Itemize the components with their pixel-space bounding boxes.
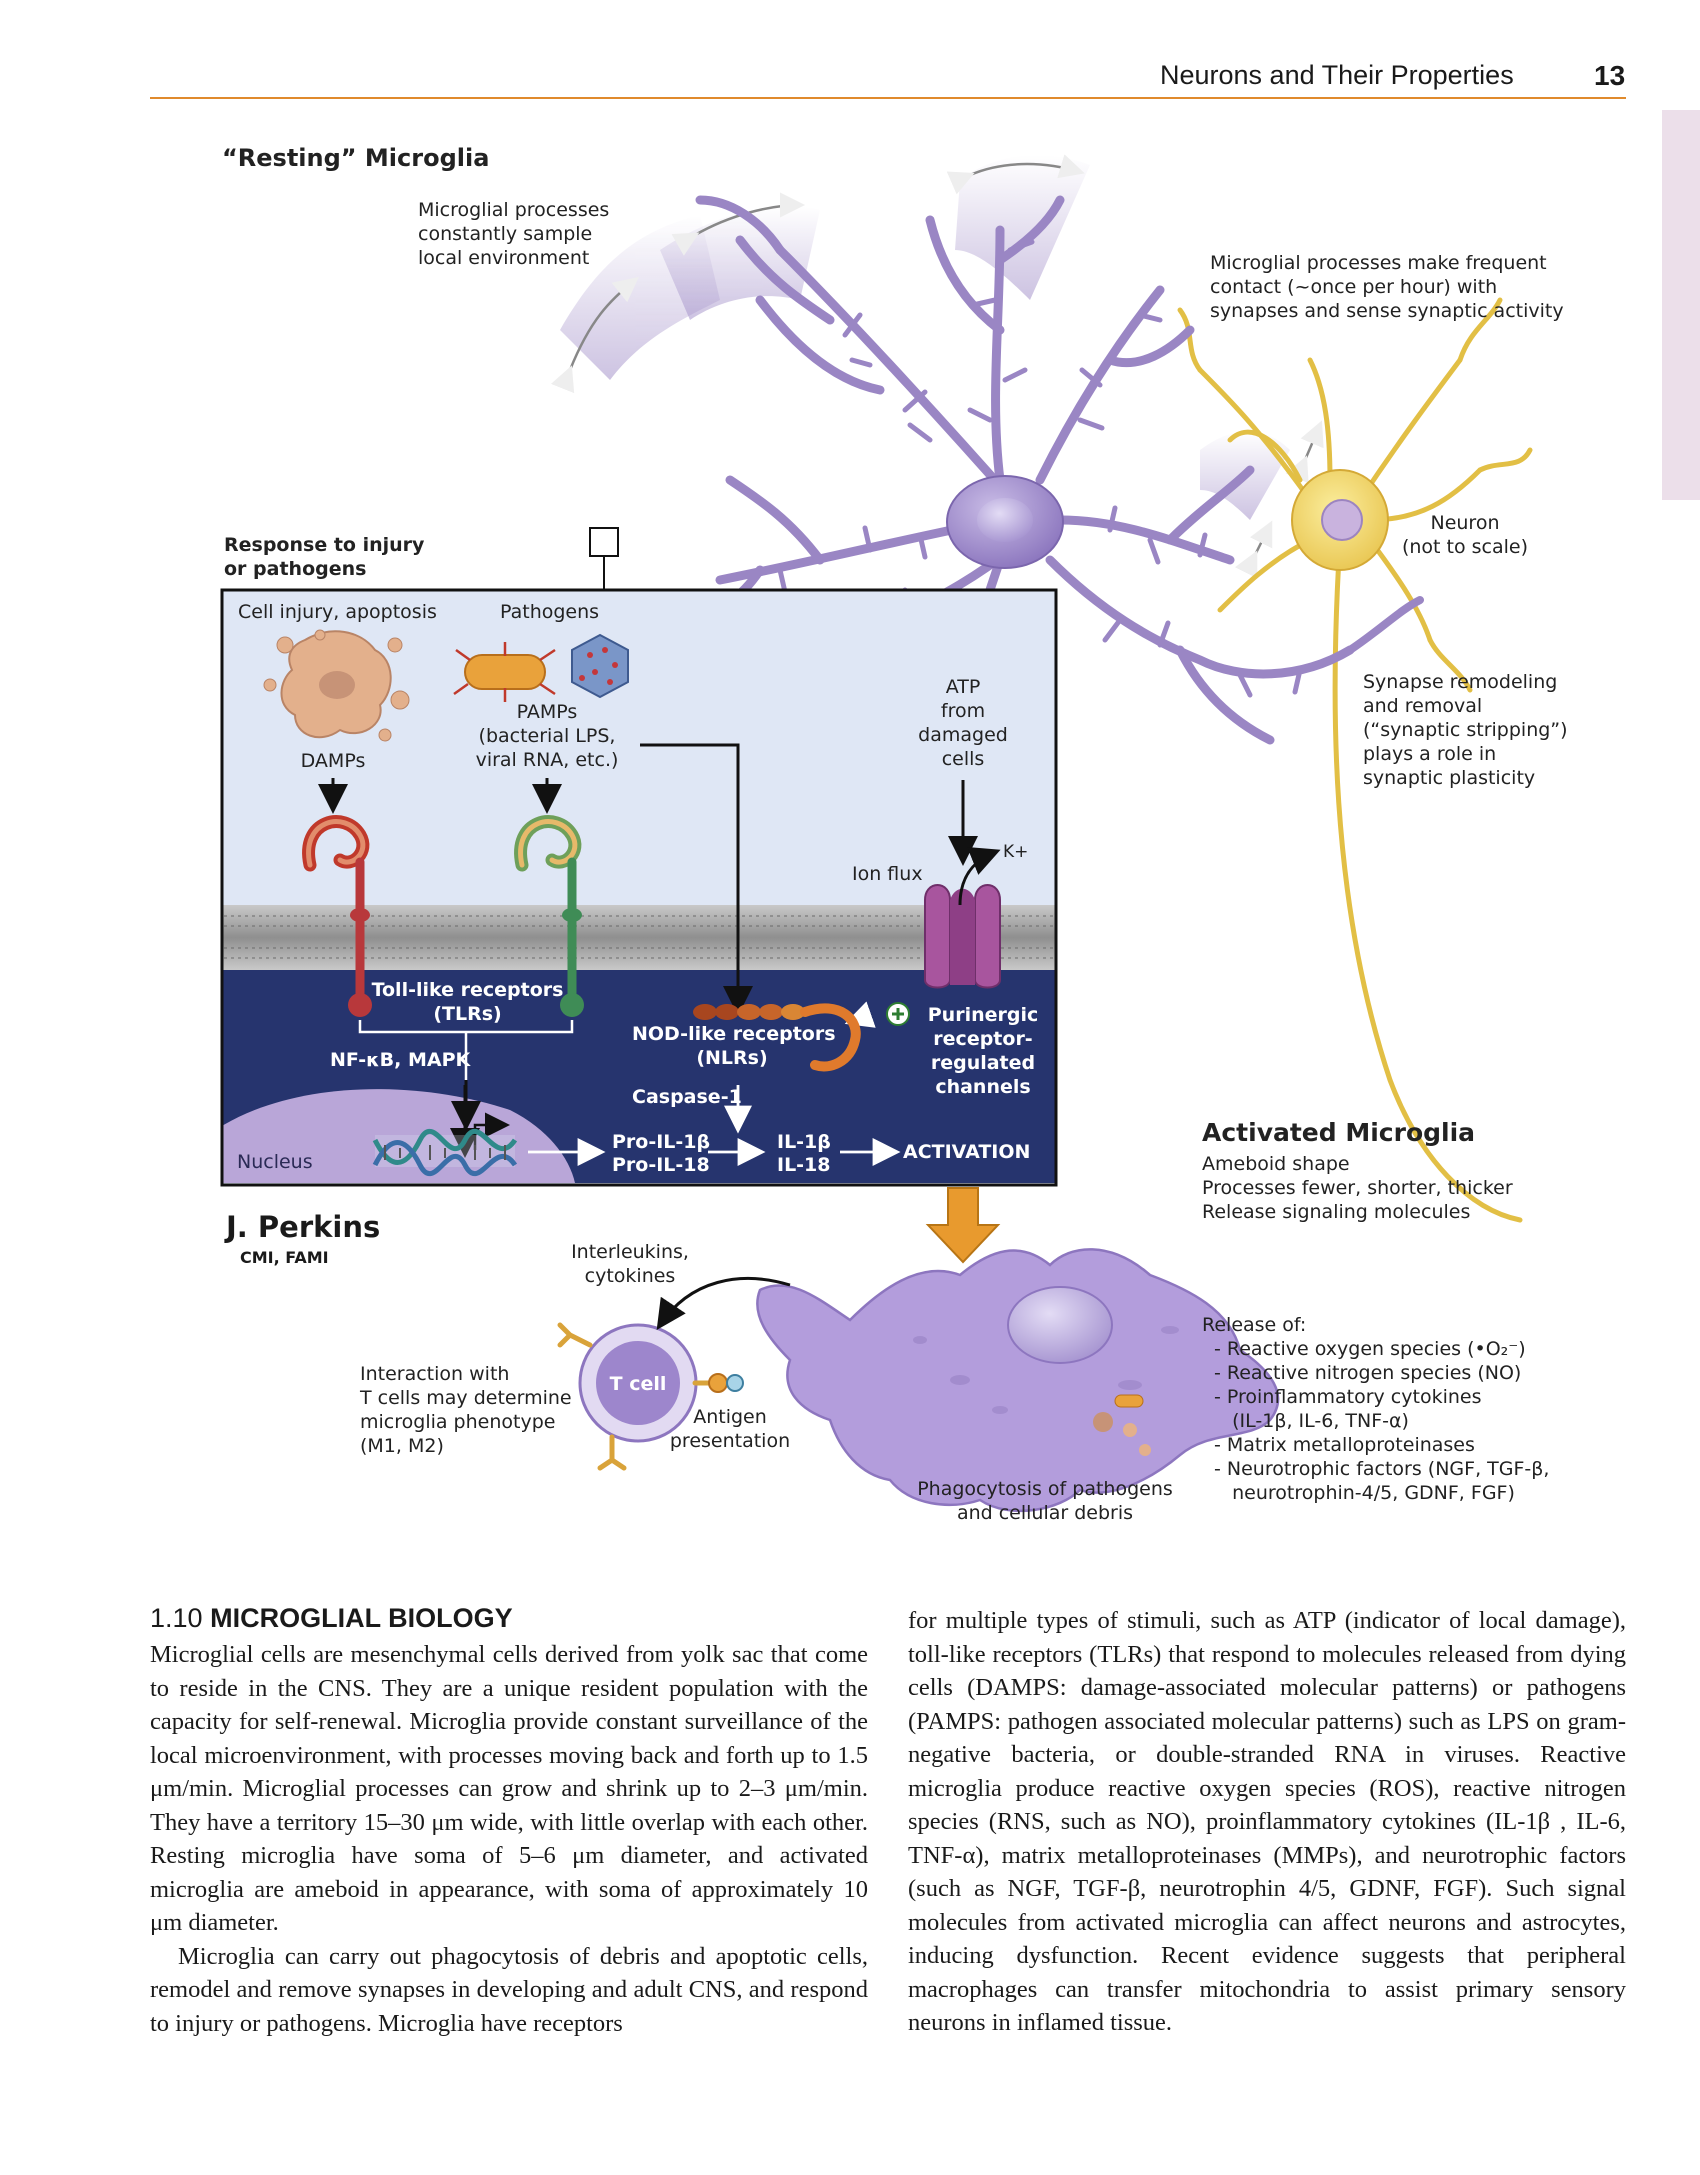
neuron-nucleus	[1321, 499, 1363, 541]
release-title: Release of:	[1202, 1314, 1307, 1336]
neuron-label-sub: (not to scale)	[1401, 536, 1529, 558]
damps-label: DAMPs	[300, 750, 366, 772]
synapse-note-line-2: and removal	[1363, 695, 1483, 717]
pamps-label-2: (bacterial LPS,	[478, 725, 616, 747]
paragraph-1: Microglial cells are mesenchymal cells d…	[150, 1641, 868, 1936]
activation-arrow	[925, 1187, 1001, 1264]
atp-label-4: cells	[941, 748, 985, 770]
synapse-note-line-5: synaptic plasticity	[1363, 767, 1536, 789]
right-column: for multiple types of stimuli, such as A…	[908, 1604, 1626, 2040]
activated-prop-3: Release signaling molecules	[1202, 1201, 1471, 1223]
artist-credentials: CMI, FAMI	[240, 1248, 329, 1267]
k-plus-label: K+	[1003, 842, 1029, 862]
atp-label-1: ATP	[945, 676, 981, 698]
tlr-receptor-green	[514, 815, 584, 1017]
activation-label: ACTIVATION	[903, 1141, 1031, 1163]
purinergic-channel	[924, 846, 1001, 989]
activated-prop-2: Processes fewer, shorter, thicker	[1202, 1177, 1513, 1199]
synapse-note-line-4: plays a role in	[1363, 743, 1497, 765]
contact-note-line-1: Microglial processes make frequent	[1210, 252, 1547, 274]
release-item-6: - Neurotrophic factors (NGF, TGF-β,	[1214, 1458, 1550, 1480]
section-number: 1.10	[150, 1603, 203, 1633]
paragraph-2: Microglia can carry out phagocytosis of …	[150, 1942, 868, 2037]
atp-label-2: from	[940, 700, 986, 722]
page-number: 13	[1594, 60, 1626, 91]
purinergic-label-3: regulated	[930, 1052, 1036, 1074]
release-item-4: (IL-1β, IL-6, TNF-α)	[1214, 1410, 1409, 1432]
tlr-label-1: Toll-like receptors	[371, 979, 564, 1001]
tlr-receptor-red	[302, 815, 372, 1017]
antigen-label-2: presentation	[669, 1430, 791, 1452]
header-rule	[150, 97, 1626, 99]
t-cell-note-line-1: Interaction with	[360, 1363, 510, 1385]
plus-icon	[886, 1002, 910, 1026]
nfkb-label: NF-κB, MAPK	[330, 1049, 471, 1071]
nlr-label-2: (NLRs)	[696, 1047, 768, 1069]
t-cell-note-line-2: T cells may determine	[360, 1387, 572, 1409]
activated-microglia-title: Activated Microglia	[1202, 1118, 1476, 1147]
t-cell-note-line-4: (M1, M2)	[360, 1435, 444, 1457]
nlr-label-1: NOD-like receptors	[632, 1023, 836, 1045]
chapter-tab	[1662, 110, 1700, 500]
release-item-7: neurotrophin-4/5, GDNF, FGF)	[1214, 1482, 1515, 1504]
sample-note-line-2: constantly sample	[418, 223, 593, 245]
contact-note-line-3: synapses and sense synaptic activity	[1210, 300, 1564, 322]
antigen-label-1: Antigen	[693, 1406, 767, 1428]
purinergic-label-1: Purinergic	[927, 1004, 1039, 1026]
caspase-label: Caspase-1	[632, 1086, 742, 1108]
microglia-figure	[220, 154, 1533, 1513]
resting-microglia-title: “Resting” Microglia	[222, 144, 490, 172]
response-title-line-1: Response to injury	[224, 534, 425, 556]
sample-note-line-1: Microglial processes	[418, 199, 610, 221]
sample-note-line-3: local environment	[418, 247, 590, 269]
nucleus-label: Nucleus	[237, 1151, 313, 1173]
section-title: MICROGLIAL BIOLOGY	[210, 1603, 513, 1633]
phago-label-2: and cellular debris	[956, 1502, 1134, 1524]
response-title-line-2: or pathogens	[224, 558, 367, 580]
resting-microglia-nucleus	[977, 498, 1033, 542]
cell-injury-label: Cell injury, apoptosis	[238, 601, 437, 623]
t-cell	[557, 1322, 744, 1471]
atp-label-3: damaged	[918, 724, 1008, 746]
nlr-receptor	[693, 1003, 861, 1072]
interleukins-label-2: cytokines	[584, 1265, 676, 1287]
interleukins-label-1: Interleukins,	[571, 1241, 689, 1263]
inset-panel	[220, 588, 1058, 1187]
left-column: Microglial cells are mesenchymal cells d…	[150, 1638, 868, 2040]
virus-icon	[571, 633, 629, 699]
damp-debris-icon	[263, 629, 410, 742]
pamps-label-1: PAMPs	[516, 701, 578, 723]
running-header-title: Neurons and Their Properties	[1160, 60, 1514, 90]
release-item-3: - Proinflammatory cytokines	[1214, 1386, 1482, 1408]
contact-note-line-2: contact (~once per hour) with	[1210, 276, 1498, 298]
activated-microglia	[756, 1248, 1280, 1513]
neuron-label: Neuron	[1430, 512, 1500, 534]
synapse-note-line-3: (“synaptic stripping”)	[1363, 719, 1568, 741]
neuron-cell	[1177, 297, 1533, 1223]
bacterium-icon	[453, 642, 556, 702]
purinergic-label-4: channels	[935, 1076, 1031, 1098]
pro-il-1b-label: Pro-IL-1β	[612, 1131, 711, 1153]
il-18-label: IL-18	[777, 1154, 831, 1176]
t-cell-label: T cell	[609, 1373, 667, 1395]
pamps-label-3: viral RNA, etc.)	[475, 749, 619, 771]
section-heading: 1.10 MICROGLIAL BIOLOGY	[150, 1603, 513, 1634]
release-item-1: - Reactive oxygen species (•O₂⁻)	[1214, 1338, 1526, 1360]
zoom-box	[589, 527, 619, 557]
paragraph-3: for multiple types of stimuli, such as A…	[908, 1607, 1626, 2036]
release-item-5: - Matrix metalloproteinases	[1214, 1434, 1475, 1456]
pathogens-label: Pathogens	[500, 601, 600, 623]
dna-helix-icon	[372, 1129, 518, 1176]
il-1b-label: IL-1β	[777, 1131, 831, 1153]
activated-prop-1: Ameboid shape	[1202, 1153, 1350, 1175]
tlr-label-2: (TLRs)	[433, 1003, 502, 1025]
t-cell-note-line-3: microglia phenotype	[360, 1411, 556, 1433]
release-item-2: - Reactive nitrogen species (NO)	[1214, 1362, 1522, 1384]
ion-flux-label: Ion flux	[852, 863, 923, 885]
pro-il-18-label: Pro-IL-18	[612, 1154, 710, 1176]
artist-signature: J. Perkins	[226, 1210, 381, 1244]
synapse-note-line-1: Synapse remodeling	[1363, 671, 1558, 693]
phago-label-1: Phagocytosis of pathogens	[917, 1478, 1173, 1500]
purinergic-label-2: receptor-	[933, 1028, 1033, 1050]
